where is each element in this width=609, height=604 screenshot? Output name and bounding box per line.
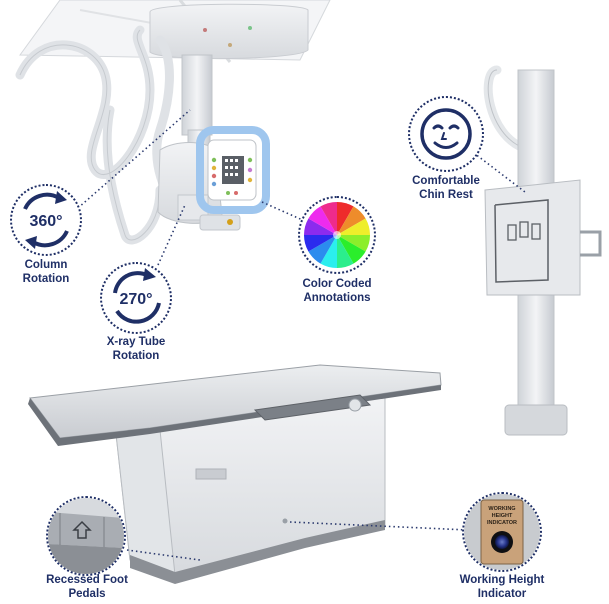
- foot-pedals-label: Recessed Foot Pedals: [46, 574, 128, 600]
- color-wheel-segment: [304, 235, 337, 252]
- color-wheel-segment: [337, 235, 366, 264]
- smiley-face-icon: [420, 108, 472, 160]
- foot-pedals-callout: [46, 496, 126, 576]
- patient-table: [28, 364, 442, 584]
- color-wheel-segment: [304, 218, 337, 235]
- wall-stand: [483, 65, 602, 436]
- rotation-360-icon: 360°: [23, 191, 69, 249]
- collimator: [196, 126, 270, 214]
- svg-text:INDICATOR: INDICATOR: [487, 520, 517, 526]
- tube-rotation-label: X-ray Tube Rotation: [106, 336, 166, 362]
- chin-rest-label: Comfortable Chin Rest: [412, 175, 480, 201]
- rotation-270-icon: 270°: [113, 268, 161, 324]
- svg-text:WORKING: WORKING: [488, 506, 515, 512]
- column-rotation-callout: 360°: [10, 184, 82, 256]
- color-wheel-icon: [304, 202, 370, 268]
- height-indicator-callout: WORKING HEIGHT INDICATOR: [462, 492, 542, 572]
- color-wheel-segment: [320, 235, 337, 268]
- tube-rotation-callout: 270°: [100, 262, 172, 334]
- height-indicator-badge-icon: WORKING HEIGHT INDICATOR: [464, 494, 540, 570]
- color-wheel-segment: [320, 202, 337, 235]
- foot-pedal-icon: [48, 498, 124, 574]
- height-indicator-label: Working Height Indicator: [459, 574, 545, 600]
- tube-rotation-value: 270°: [119, 291, 152, 308]
- chin-rest-callout: [408, 96, 484, 172]
- color-wheel-segment: [337, 202, 354, 235]
- color-wheel-segment: [337, 206, 366, 235]
- color-wheel-segment: [308, 235, 337, 264]
- annotations-label: Color Coded Annotations: [302, 278, 372, 304]
- column-rotation-label: Column Rotation: [22, 259, 70, 285]
- svg-text:HEIGHT: HEIGHT: [492, 513, 513, 519]
- ceiling-carriage: [149, 3, 309, 60]
- color-wheel-segment: [308, 206, 337, 235]
- callout-connectors: [77, 109, 526, 561]
- color-wheel-segment: [337, 218, 370, 235]
- color-wheel-segment: [337, 235, 354, 268]
- annotations-callout: [298, 196, 376, 274]
- color-wheel-segment: [337, 235, 370, 252]
- column-rotation-value: 360°: [29, 213, 62, 230]
